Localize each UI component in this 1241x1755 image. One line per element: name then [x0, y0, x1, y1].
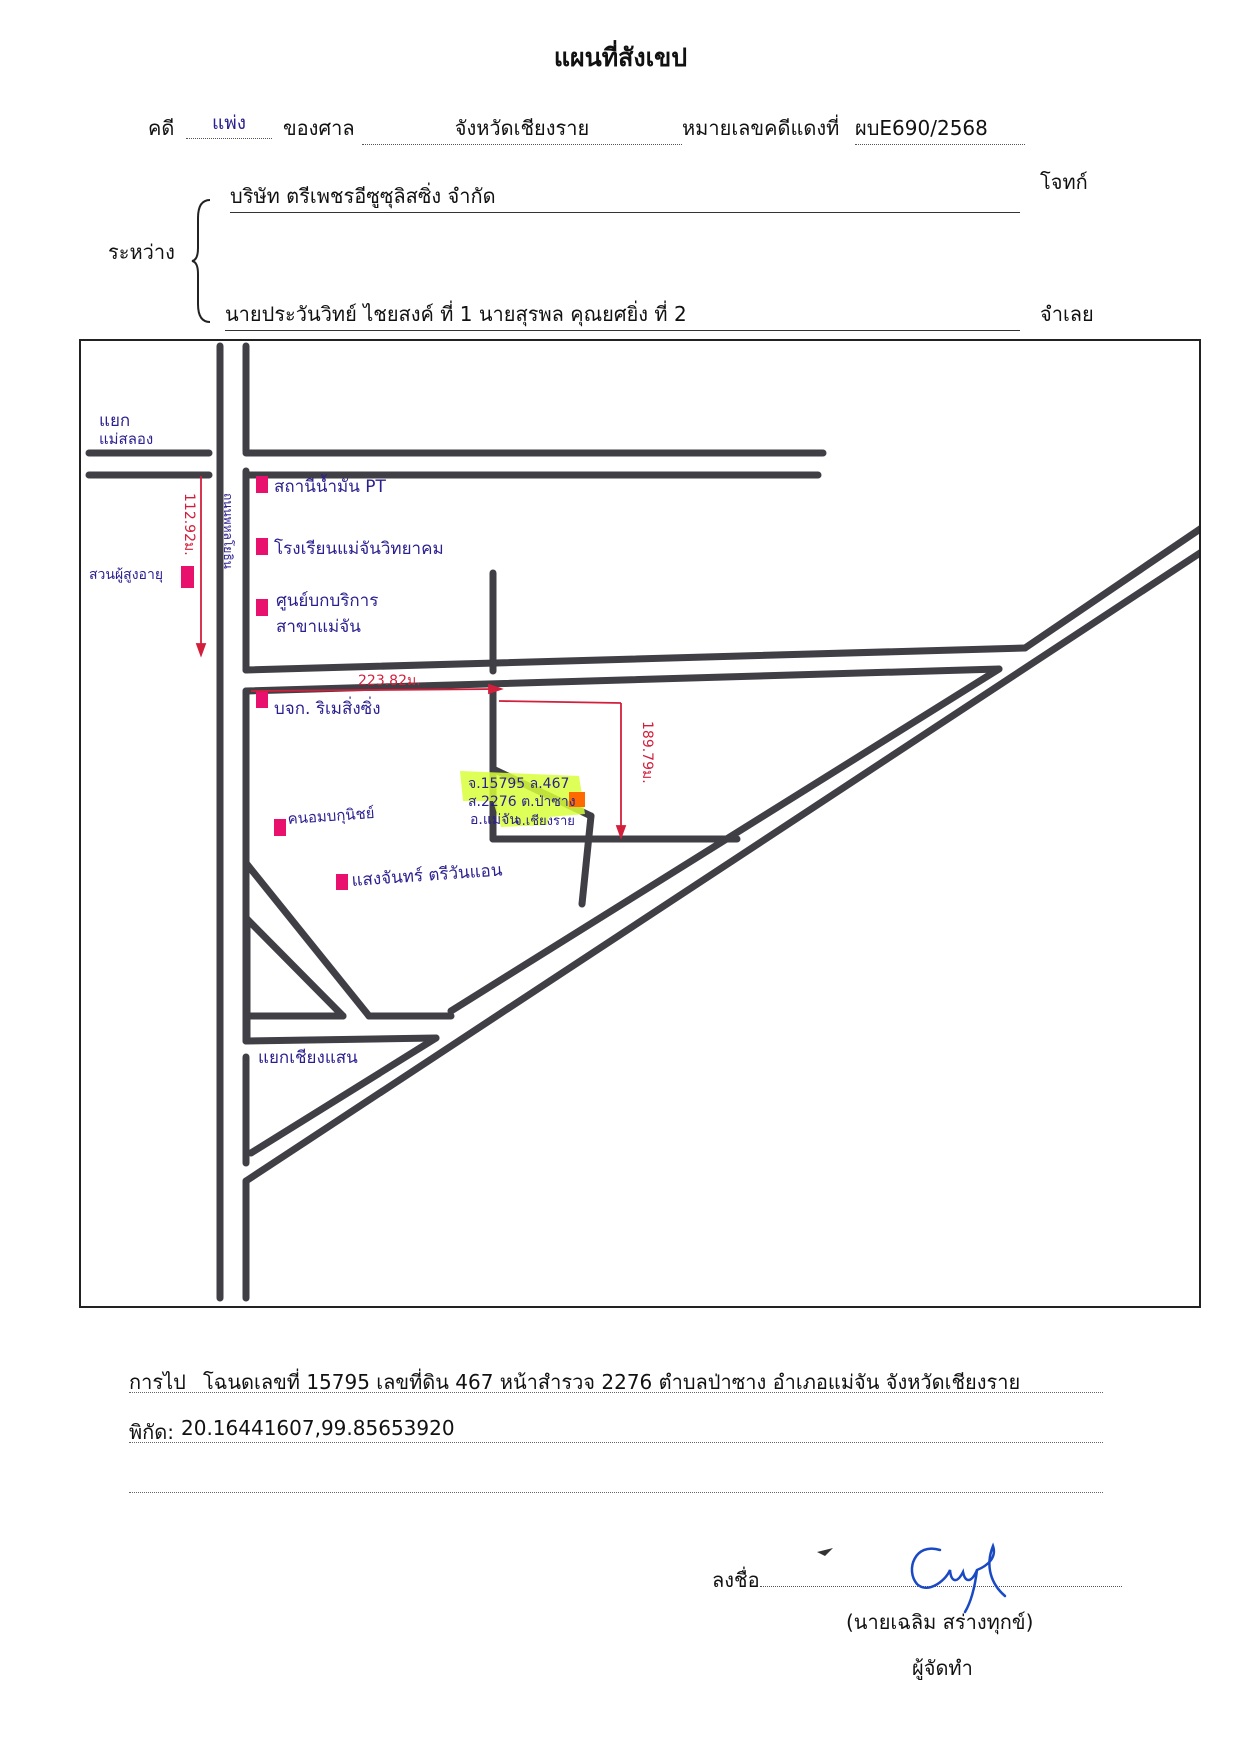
- roads: [85, 342, 1199, 1302]
- left-place-label: สวนผู้สูงอายุ: [89, 567, 163, 583]
- shop-marker: [274, 819, 286, 836]
- target-note-line-1: จ.15795 ล.467: [468, 776, 569, 792]
- coords-value: 20.16441607,99.85653920: [181, 1416, 455, 1440]
- school-marker: [256, 538, 268, 555]
- brace: [191, 199, 211, 323]
- red-case-number: ผบE690/2568: [855, 112, 1025, 145]
- distance-vertical-label: 112.92ม.: [181, 493, 197, 556]
- distance-right-label: 189.79ม.: [639, 721, 655, 784]
- directions-label: การไป: [129, 1370, 186, 1394]
- defendant-names: นายประวันวิทย์ ไชยสงค์ ที่ 1 นายสุรพล คุ…: [225, 298, 1020, 331]
- school-label: โรงเรียนแม่จันวิทยาคม: [274, 538, 444, 559]
- coords-label: พิกัด:: [129, 1420, 175, 1444]
- plaintiff-name: บริษัท ตรีเพชรอีซูซุลิสซิ่ง จำกัด: [230, 180, 1020, 213]
- distance-arrow-horizontal: [250, 688, 500, 692]
- gas-station-label: สถานีน้ำมัน PT: [274, 474, 386, 497]
- page-title: แผนที่สังเขป: [553, 43, 688, 72]
- sign-label: ลงชื่อ: [712, 1568, 760, 1592]
- junction-top-label-1: แยก: [99, 411, 130, 431]
- coords-underline: [129, 1442, 1103, 1443]
- target-note: จ.15795 ล.467 ส.2276 ต.ป่าซาง อ.แม่จัน จ…: [468, 776, 576, 829]
- distance-labels: 112.92ม. 223.82ม. 189.79ม.: [181, 493, 655, 784]
- target-note-line-4: จ.เชียงราย: [514, 813, 575, 829]
- road-name-label: ถนนพหลโยธิน: [221, 493, 235, 569]
- service-center-label-2: สาขาแม่จัน: [276, 617, 361, 637]
- target-highlight: [460, 771, 585, 827]
- target-note-line-2: ส.2276 ต.ป่าซาง: [468, 794, 576, 810]
- hotel-label: แสงจันทร์ ตรีวันแอน: [351, 860, 503, 891]
- case-label: คดี: [148, 116, 175, 140]
- target-marker: [569, 792, 585, 807]
- signature-line: [760, 1586, 1122, 1587]
- signer-role: ผู้จัดทำ: [912, 1656, 973, 1680]
- gas-station-marker: [256, 476, 268, 493]
- between-label: ระหว่าง: [108, 240, 175, 264]
- red-no-label: หมายเลขคดีแดงที่: [682, 116, 840, 140]
- defendant-role: จำเลย: [1040, 302, 1094, 326]
- company-marker: [256, 691, 268, 708]
- diagonal-upper-top: [1021, 525, 1199, 652]
- hotel-marker: [336, 874, 348, 890]
- blank-line: [129, 1492, 1103, 1493]
- directions-text: โฉนดเลขที่ 15795 เลขที่ดิน 467 หน้าสำรวจ…: [203, 1370, 1021, 1394]
- plaintiff-role: โจทก์: [1040, 170, 1088, 194]
- sketch-map: แยก แม่สลอง สถานีน้ำมัน PT โรงเรียนแม่จั…: [79, 339, 1201, 1308]
- junction-bottom-label: แยกเชียงแสน: [258, 1048, 358, 1068]
- court-name: จังหวัดเชียงราย: [362, 112, 682, 145]
- service-center-marker: [256, 599, 268, 616]
- service-center-label-1: ศูนย์บกบริการ: [276, 591, 378, 611]
- court-label: ของศาล: [283, 116, 355, 140]
- shop-label: คนอมบกุนิชย์: [287, 804, 375, 829]
- junction-top-label-2: แม่สลอง: [99, 430, 153, 448]
- signer-name: (นายเฉลิม สร่างทุกข์): [846, 1610, 1034, 1634]
- diagonal-outer: [242, 549, 1199, 1185]
- distance-arrows: [195, 476, 627, 840]
- road-middle-upper: [242, 644, 1029, 674]
- landmark-markers: [181, 476, 348, 890]
- company-label: บจก. ริเมสิ่งซิ่ง: [274, 696, 381, 719]
- case-type: แพ่ง: [186, 108, 272, 139]
- signature-mark: [817, 1542, 1007, 1614]
- target-note-line-3: อ.แม่จัน: [470, 812, 519, 828]
- left-place-marker: [181, 566, 194, 588]
- map-labels: แยก แม่สลอง สถานีน้ำมัน PT โรงเรียนแม่จั…: [89, 411, 503, 1068]
- road-middle-lower: [242, 665, 1003, 695]
- directions-underline: [129, 1392, 1103, 1393]
- distance-line-diagonal: [498, 700, 622, 704]
- distance-horizontal-label: 223.82ม.: [358, 673, 421, 689]
